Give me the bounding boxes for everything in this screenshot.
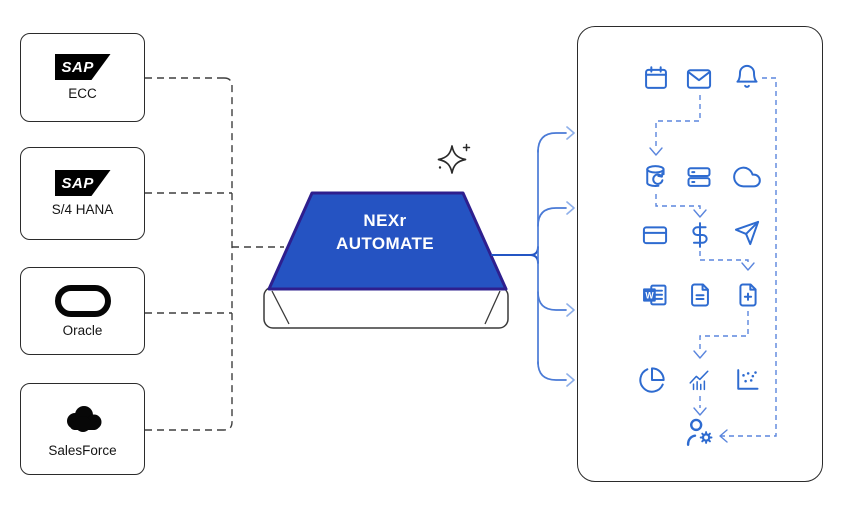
salesforce-logo [66,405,101,432]
file-plus-icon [739,283,757,307]
analytics-chart-icon [689,370,709,391]
hub-title-line2: AUTOMATE [336,233,434,253]
splitter-arrowheads [566,126,575,387]
dollar-sign-icon [692,222,708,248]
sap-logo: SAP [54,54,111,80]
hub-output-connector [491,246,539,264]
word-letter: W [645,290,654,300]
user-gear-icon [686,418,713,446]
source-node-sap-s4hana: SAP S/4 HANA [20,147,145,240]
panel-flow-arrowheads [649,147,755,443]
hub-base-platform [263,286,509,329]
source-bus-connector [145,77,284,431]
pie-chart-icon [639,367,665,393]
sparkles-icon [437,143,471,174]
file-text-icon [691,283,709,307]
panel-flow-connectors [655,77,777,437]
bell-icon [736,64,758,88]
sap-logo-text: SAP [61,58,94,76]
source-label: S/4 HANA [51,202,114,217]
database-sync-icon [646,165,665,187]
output-splitter [537,132,567,381]
word-document-icon: W [643,284,667,306]
source-node-oracle: Oracle [20,267,145,355]
source-label: SalesForce [48,442,117,458]
scatter-plot-icon [737,369,759,390]
sap-logo: SAP [54,170,111,196]
calendar-icon [645,66,667,89]
cloud-icon [733,166,761,188]
mail-icon [686,69,712,89]
outputs-panel [577,26,823,482]
source-label: ECC [68,86,97,101]
oracle-logo [54,284,111,317]
hub-title: NEXr AUTOMATE [295,210,475,256]
hub-trapezoid [267,191,508,291]
source-label: Oracle [62,322,103,338]
sap-logo-text: SAP [61,174,94,192]
hub-title-line1: NEXr [363,211,407,230]
server-icon [687,167,711,187]
credit-card-icon [642,226,668,245]
source-node-sap-ecc: SAP ECC [20,33,145,122]
source-node-salesforce: SalesForce [20,383,145,475]
send-icon [734,220,760,246]
